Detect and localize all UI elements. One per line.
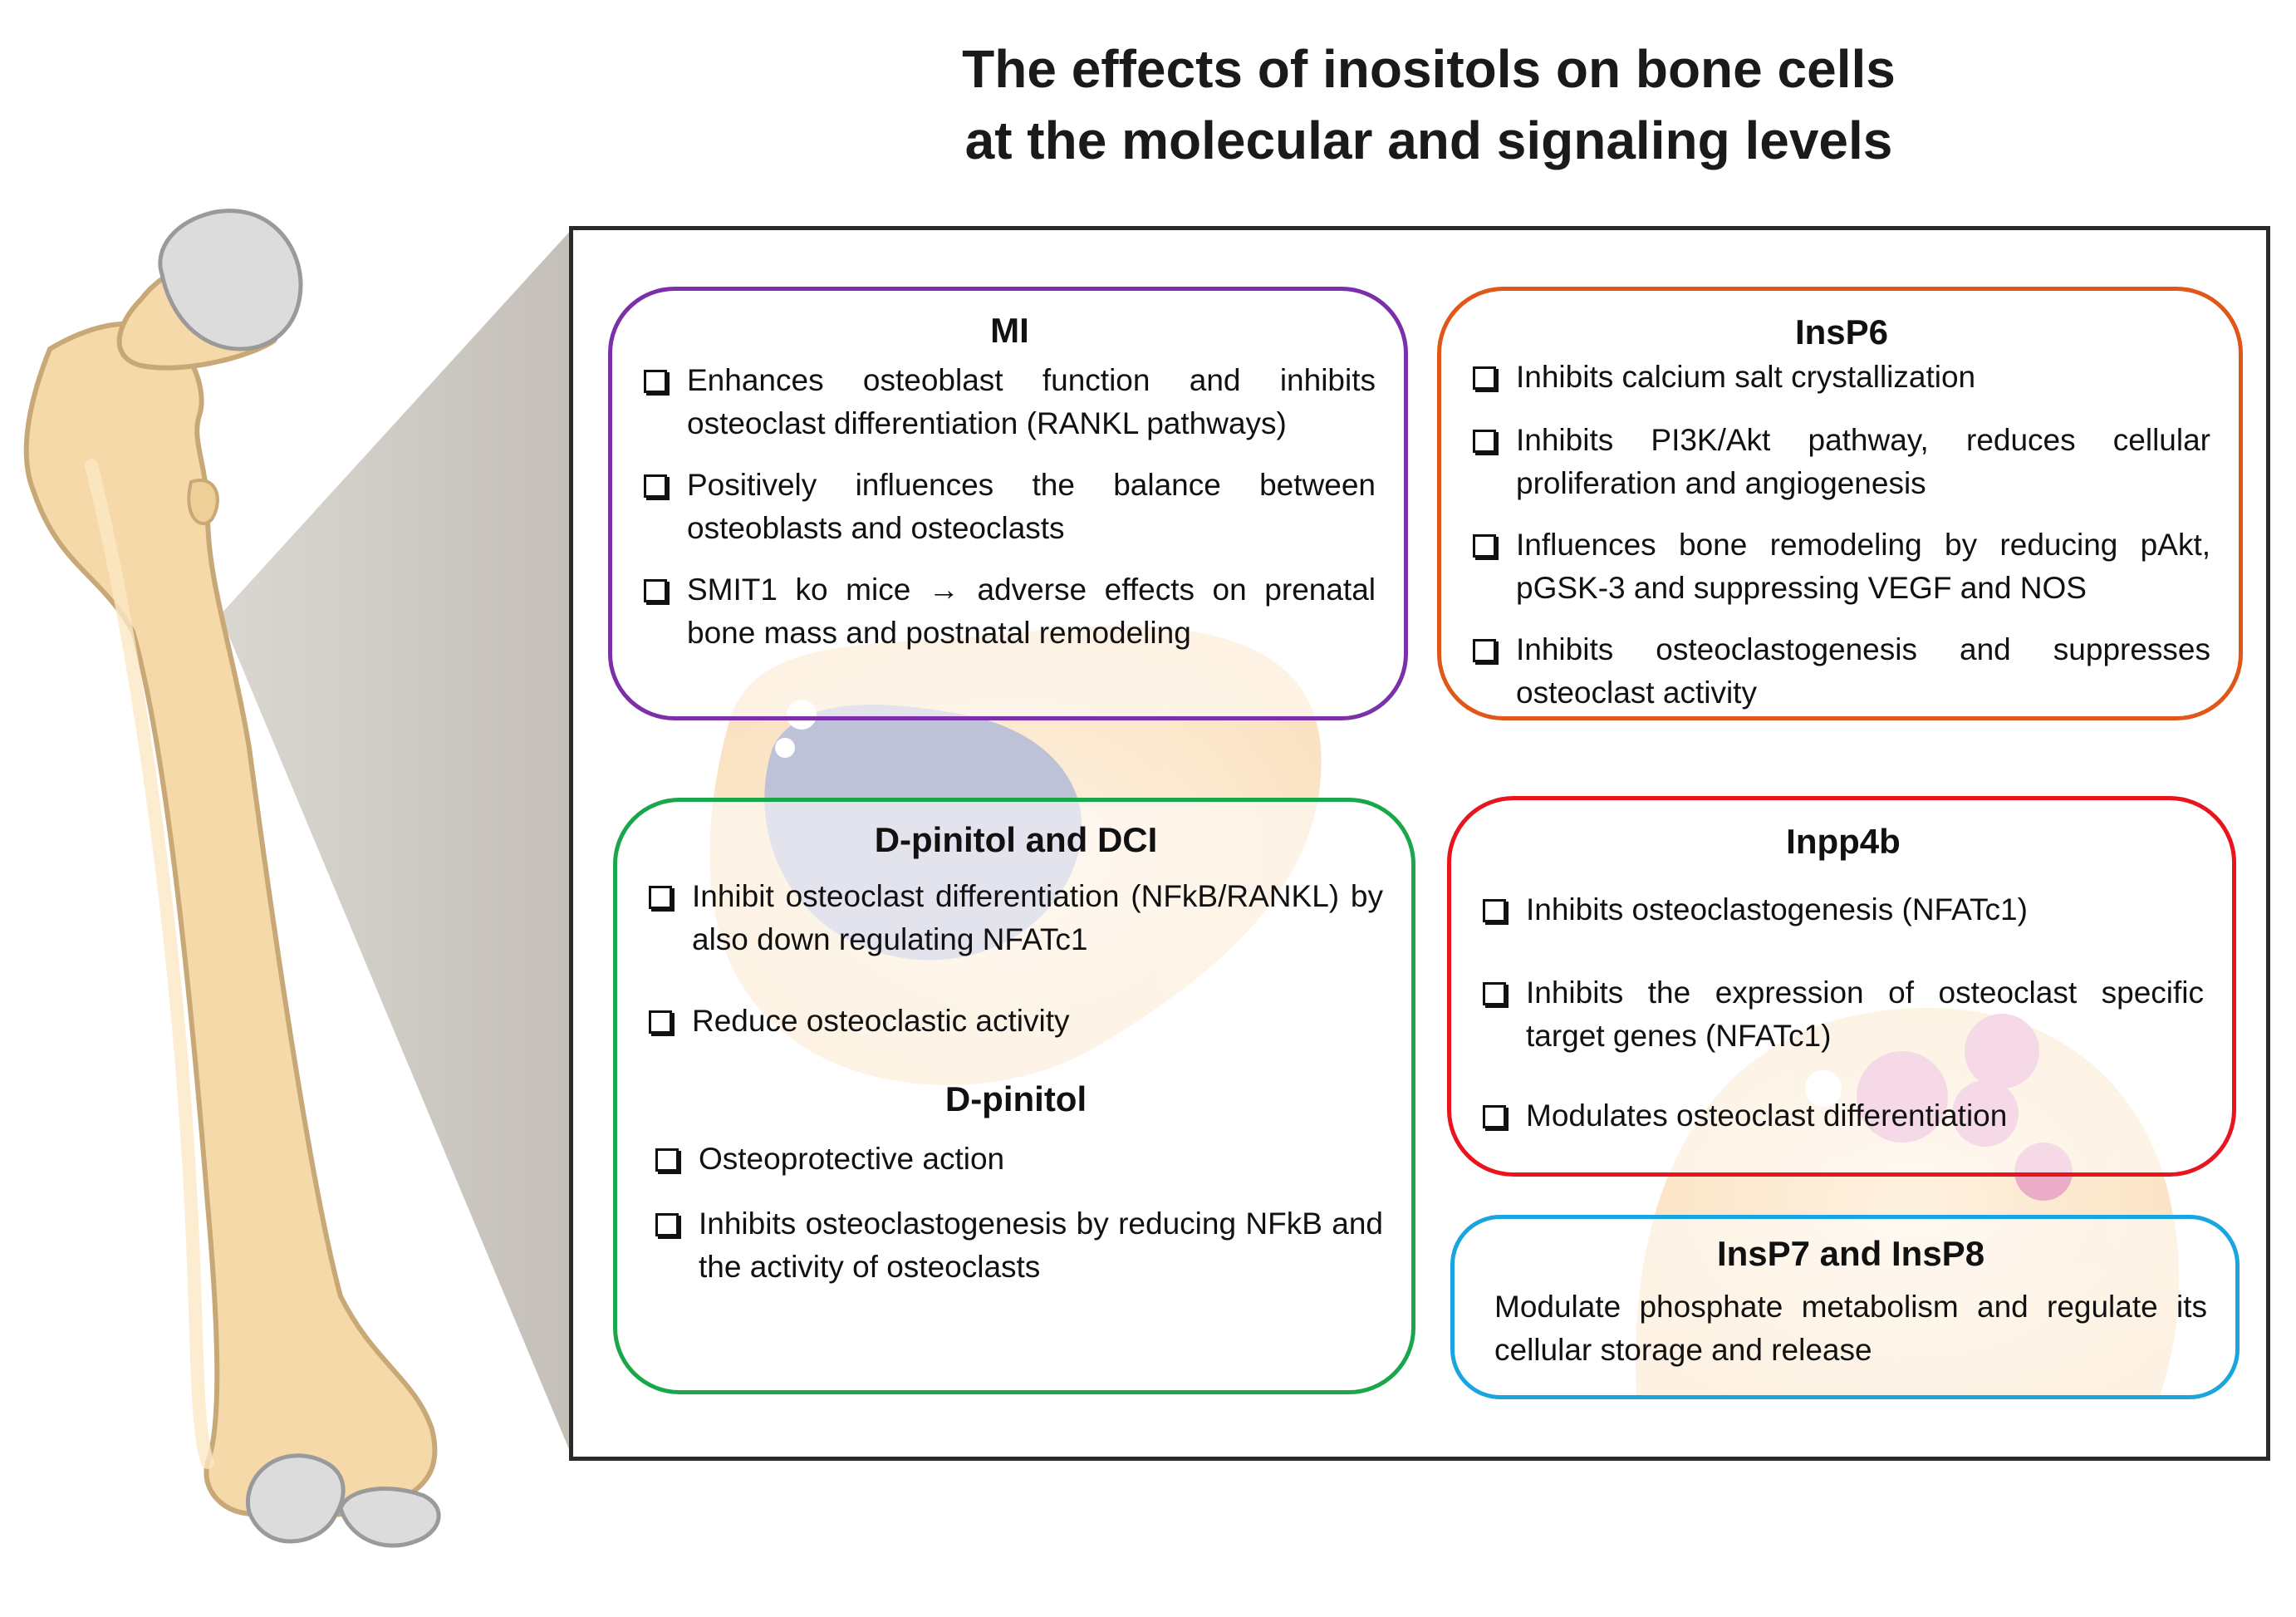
list-item-text: Inhibits osteoclastogenesis by reducing …: [699, 1207, 1383, 1284]
list-item: Inhibits PI3K/Akt pathway, reduces cellu…: [1473, 419, 2210, 505]
list-item-text: Reduce osteoclastic activity: [692, 1004, 1070, 1038]
dpinitol-box-title: D-pinitol and DCI: [874, 820, 1158, 859]
checkbox-bullet-icon: [644, 579, 667, 602]
checkbox-bullet-icon: [644, 474, 667, 498]
insp78-description: Modulate phosphate metabolism and regula…: [1494, 1290, 2207, 1367]
insp78-box-title: InsP7 and InsP8: [1716, 1234, 1985, 1273]
checkbox-bullet-icon: [655, 1148, 679, 1172]
list-item-text: Inhibits PI3K/Akt pathway, reduces cellu…: [1516, 423, 2210, 500]
title-line-1: The effects of inositols on bone cells: [962, 39, 1896, 99]
checkbox-bullet-icon: [649, 1010, 672, 1034]
checkbox-bullet-icon: [1473, 430, 1496, 453]
insp6-box: InsP6 Inhibits calcium salt crystallizat…: [1437, 287, 2243, 720]
list-item: Modulates osteoclast differentiation: [1483, 1094, 2204, 1138]
mi-box-title: MI: [990, 311, 1029, 350]
list-item-text: Osteoprotective action: [699, 1142, 1005, 1176]
femur-bone: [23, 209, 441, 1548]
list-item-text: Inhibits the expression of osteoclast sp…: [1526, 976, 2204, 1053]
list-item: Influences bone remodeling by reducing p…: [1473, 523, 2210, 610]
insp78-box: InsP7 and InsP8 Modulate phosphate metab…: [1450, 1215, 2240, 1399]
dpinitol-box: D-pinitol and DCI Inhibit osteoclast dif…: [613, 798, 1415, 1394]
list-item: Inhibits the expression of osteoclast sp…: [1483, 971, 2204, 1058]
inpp4b-box-title: Inpp4b: [1786, 822, 1901, 861]
content-frame: [569, 226, 2270, 1461]
checkbox-bullet-icon: [649, 886, 672, 909]
list-item-text: SMIT1 ko mice → adverse effects on prena…: [687, 573, 1376, 650]
zoom-wedge: [220, 228, 573, 1459]
list-item-text: Influences bone remodeling by reducing p…: [1516, 528, 2210, 605]
list-item: Inhibit osteoclast differentiation (NFkB…: [649, 875, 1383, 961]
checkbox-bullet-icon: [1473, 639, 1496, 662]
page-title: The effects of inositols on bone cells a…: [914, 33, 1944, 176]
list-item-text: Modulates osteoclast differentiation: [1526, 1098, 2008, 1133]
checkbox-bullet-icon: [655, 1213, 679, 1236]
list-item-text: Enhances osteoblast function and inhibit…: [687, 363, 1376, 440]
checkbox-bullet-icon: [1473, 534, 1496, 558]
list-item-text: Inhibit osteoclast differentiation (NFkB…: [692, 879, 1383, 956]
insp6-box-title: InsP6: [1794, 312, 1889, 351]
checkbox-bullet-icon: [1483, 982, 1506, 1005]
list-item-text: Inhibits calcium salt crystallization: [1516, 360, 1976, 394]
list-item: Inhibits calcium salt crystallization: [1473, 356, 2210, 399]
dpinitol-subtitle: D-pinitol: [944, 1079, 1087, 1118]
list-item-text: Inhibits osteoclastogenesis and suppress…: [1516, 632, 2210, 710]
checkbox-bullet-icon: [644, 370, 667, 393]
list-item: Positively influences the balance betwee…: [644, 464, 1376, 550]
checkbox-bullet-icon: [1483, 1105, 1506, 1128]
title-line-2: at the molecular and signaling levels: [964, 111, 1893, 170]
list-item: Inhibits osteoclastogenesis and suppress…: [1473, 628, 2210, 715]
list-item: Osteoprotective action: [649, 1138, 1383, 1181]
list-item-text: Inhibits osteoclastogenesis (NFATc1): [1526, 892, 2028, 926]
checkbox-bullet-icon: [1483, 899, 1506, 922]
list-item: Enhances osteoblast function and inhibit…: [644, 359, 1376, 445]
inpp4b-box: Inpp4b Inhibits osteoclastogenesis (NFAT…: [1447, 796, 2236, 1177]
list-item: Reduce osteoclastic activity: [649, 1000, 1383, 1043]
mi-box: MI Enhances osteoblast function and inhi…: [608, 287, 1408, 720]
list-item: Inhibits osteoclastogenesis by reducing …: [649, 1202, 1383, 1289]
list-item: SMIT1 ko mice → adverse effects on prena…: [644, 568, 1376, 655]
checkbox-bullet-icon: [1473, 366, 1496, 390]
list-item: Inhibits osteoclastogenesis (NFATc1): [1483, 888, 2204, 931]
list-item-text: Positively influences the balance betwee…: [687, 468, 1376, 545]
